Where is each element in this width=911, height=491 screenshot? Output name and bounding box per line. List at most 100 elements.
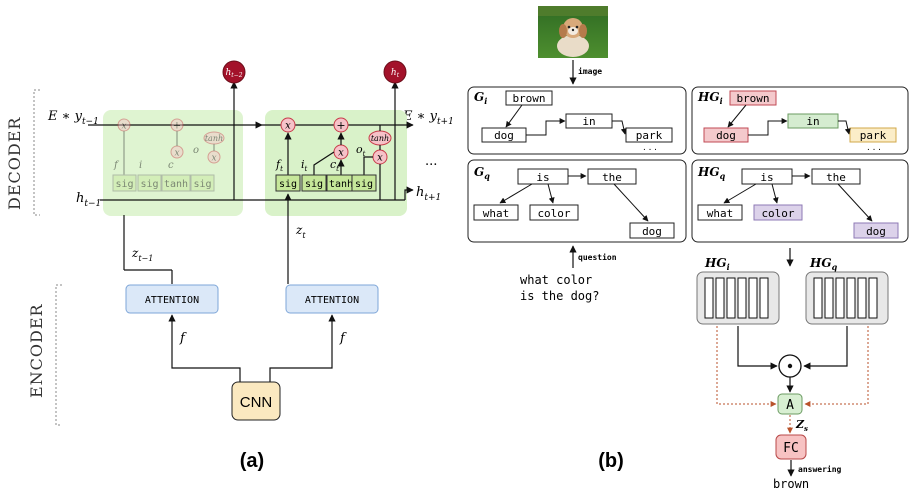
graph-hgq: HGq is the what color dog bbox=[691, 159, 909, 243]
gate-o-prev-box bbox=[190, 174, 215, 192]
output-embedding-label: E ∗ yt+1 bbox=[402, 109, 454, 127]
input-embedding-label: E ∗ yt−1 bbox=[47, 109, 99, 127]
z-cur-label: zt bbox=[295, 223, 306, 240]
hgq-node-the: the bbox=[826, 171, 846, 184]
encoder-section-label: ENCODER bbox=[27, 303, 46, 398]
memory-slot bbox=[824, 277, 834, 319]
feature-arrow-right bbox=[269, 314, 336, 382]
graph-hgi-title: HGi bbox=[697, 90, 723, 106]
hgi-node-dog: dog bbox=[716, 129, 736, 142]
output-hidden-label: ht+1 bbox=[416, 185, 441, 203]
input-op-label: x bbox=[338, 148, 344, 159]
attention-box-right bbox=[285, 284, 379, 314]
gq-node-the: the bbox=[602, 171, 622, 184]
attention-node-box bbox=[777, 393, 803, 415]
gate-i-prev-box bbox=[137, 174, 162, 192]
add-op-prev-icon bbox=[170, 118, 184, 132]
gi-ellipsis: . . . bbox=[643, 142, 657, 153]
memory-slot bbox=[737, 277, 747, 319]
memory-slot bbox=[813, 277, 823, 319]
lstm-cell-current: x + x tanh x ft it ct ot sig sig bbox=[262, 60, 414, 284]
lstm-cell-prev-box bbox=[103, 110, 243, 216]
memory-hgq: HGq bbox=[805, 256, 889, 325]
hgi-node-brown: brown bbox=[736, 92, 769, 105]
gq-node-color: color bbox=[537, 207, 570, 220]
gq-node-is: is bbox=[536, 171, 549, 184]
add-op-prev-label: + bbox=[173, 121, 181, 132]
fc-box bbox=[775, 434, 807, 460]
memory-hgq-title: HGq bbox=[809, 256, 838, 272]
gate-o-text: sig bbox=[355, 179, 373, 190]
gate-f-prev-box bbox=[112, 174, 137, 192]
gate-c-prev-box bbox=[161, 174, 191, 192]
add-op-icon bbox=[333, 117, 349, 133]
hgq-node-color: color bbox=[761, 207, 794, 220]
panel-a: DECODER ENCODER E ∗ yt−1 ht−1 E ∗ yt+1 h… bbox=[5, 60, 454, 472]
gate-c-text: tanh bbox=[329, 179, 353, 190]
fc-label: FC bbox=[783, 441, 799, 456]
memory-slot bbox=[868, 277, 878, 319]
memory-slot bbox=[715, 277, 725, 319]
graph-gi-title: Gi bbox=[474, 90, 487, 106]
dog-photo bbox=[538, 6, 608, 58]
gate-i-prev-label: i bbox=[139, 160, 142, 171]
memory-slot bbox=[857, 277, 867, 319]
tanh-prev-label: tanh bbox=[205, 134, 223, 143]
lstm-cell-previous: x + x tanh x f i c o sig sig bbox=[88, 60, 263, 284]
memory-slot bbox=[846, 277, 856, 319]
add-op-label: + bbox=[336, 119, 345, 132]
gate-o-prev-label: o bbox=[193, 145, 199, 156]
question-text-line1: what color bbox=[520, 273, 592, 287]
gate-o-label: ot bbox=[356, 143, 366, 158]
forget-op-label: x bbox=[285, 121, 291, 132]
memory-hgi: HGi bbox=[696, 256, 780, 325]
attention-node-label: A bbox=[786, 398, 794, 413]
attention-box-left bbox=[125, 284, 219, 314]
image-arrow-label: image bbox=[578, 66, 602, 76]
gate-o-prev-text: sig bbox=[193, 179, 211, 190]
decoder-section-label: DECODER bbox=[5, 117, 24, 210]
feature-label-right: f bbox=[339, 331, 347, 346]
attention-label-right: ATTENTION bbox=[305, 295, 359, 306]
gate-i-text: sig bbox=[305, 179, 323, 190]
memory-slot bbox=[726, 277, 736, 319]
hgi-ellipsis: . . . bbox=[867, 142, 881, 153]
hgq-node-is: is bbox=[760, 171, 773, 184]
decoder-bracket bbox=[33, 89, 40, 216]
graph-gq-title: Gq bbox=[474, 165, 490, 181]
gate-o-box bbox=[351, 174, 377, 192]
hgq-node-dog: dog bbox=[866, 225, 886, 238]
h-prev-output-label: ht−2 bbox=[225, 68, 242, 79]
input-hidden-label: ht−1 bbox=[76, 191, 101, 209]
memory-slot bbox=[835, 277, 845, 319]
panel-a-caption: (a) bbox=[240, 450, 264, 472]
answer-text: brown bbox=[773, 477, 809, 491]
zs-label: Zs bbox=[795, 418, 808, 433]
gi-node-in: in bbox=[582, 115, 595, 128]
gate-i-label: it bbox=[301, 158, 308, 173]
gi-node-dog: dog bbox=[494, 129, 514, 142]
forget-op-prev-icon bbox=[117, 118, 131, 132]
attention-label-left: ATTENTION bbox=[145, 295, 199, 306]
output-op-prev-label: x bbox=[211, 154, 216, 164]
gate-c-label: ct bbox=[330, 158, 339, 173]
hgi-node-park: park bbox=[860, 129, 887, 142]
output-op-label: x bbox=[377, 153, 383, 164]
input-op-prev-label: x bbox=[174, 149, 179, 159]
gi-node-brown: brown bbox=[512, 92, 545, 105]
gate-f-prev-text: sig bbox=[115, 179, 133, 190]
input-op-prev-icon bbox=[170, 145, 184, 159]
question-arrow-label: question bbox=[578, 252, 617, 262]
question-text-line2: is the dog? bbox=[520, 289, 599, 303]
feature-label-left: f bbox=[179, 331, 187, 346]
graph-gq: Gq is the what color dog bbox=[467, 159, 687, 243]
gate-f-box bbox=[275, 174, 301, 192]
graph-gi: Gi brown dog in park . . . bbox=[467, 86, 687, 155]
gate-i-prev-text: sig bbox=[140, 179, 158, 190]
gate-i-box bbox=[301, 174, 327, 192]
forget-op-prev-label: x bbox=[121, 122, 126, 132]
tanh-label: tanh bbox=[371, 134, 389, 143]
z-prev-label: zt−1 bbox=[131, 246, 153, 263]
forget-op-icon bbox=[280, 117, 296, 133]
